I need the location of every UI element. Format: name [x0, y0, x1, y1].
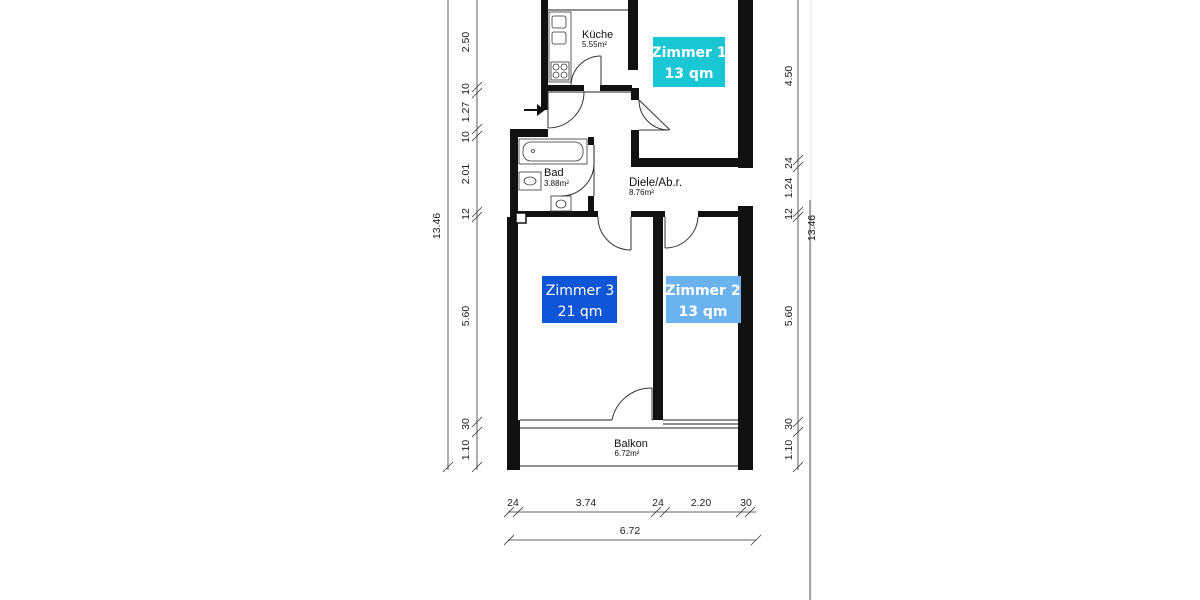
zimmer2-size: 13 qm — [679, 304, 728, 320]
dimension-lines — [442, 0, 811, 600]
dim-right-4: 12 — [783, 208, 795, 220]
diele-label: Diele/Ab.r. — [629, 177, 682, 189]
dim-bottom-3: 24 — [652, 497, 664, 509]
dim-left-9: 1.10 — [460, 440, 472, 461]
zimmer3-name: Zimmer 3 — [546, 283, 614, 299]
dim-right-5: 5.60 — [783, 306, 795, 327]
zimmer3-badge: Zimmer 3 21 qm — [542, 276, 617, 323]
kueche-area: 5.55m² — [582, 40, 607, 49]
zimmer2-badge: Zimmer 2 13 qm — [665, 276, 741, 323]
dim-left-1: 2.50 — [460, 32, 472, 53]
zimmer1-badge-bg — [653, 37, 725, 87]
dim-right-2: 24 — [783, 157, 795, 169]
zimmer3-size: 21 qm — [558, 304, 603, 320]
bathroom-fixtures — [518, 138, 588, 212]
zimmer1-name: Zimmer 1 — [651, 45, 726, 61]
left-dimensions: 2.50 10 1.27 10 2.01 12 5.60 30 1.10 13.… — [431, 32, 472, 461]
dim-left-6: 12 — [460, 208, 472, 220]
dim-right-3: 1.24 — [783, 178, 795, 199]
dim-bottom-4: 2.20 — [691, 497, 712, 509]
dim-right-total: 13.46 — [806, 215, 818, 241]
zimmer2-name: Zimmer 2 — [665, 283, 740, 299]
kitchen-fixtures — [548, 11, 572, 83]
right-dimensions: 4.50 24 1.24 12 5.60 30 1.10 13.46 — [783, 66, 818, 461]
doors — [547, 55, 699, 421]
room-labels: Küche 5.55m² Bad 3.88m² Diele/Ab.r. 8.76… — [544, 29, 682, 458]
dim-left-4: 10 — [460, 131, 472, 143]
dim-bottom-2: 3.74 — [576, 497, 597, 509]
dim-right-6: 30 — [783, 418, 795, 430]
dim-right-7: 1.10 — [783, 440, 795, 461]
dim-right-1: 4.50 — [783, 66, 795, 87]
dim-bottom-5: 30 — [740, 497, 752, 509]
zimmer2-badge-bg — [666, 276, 741, 323]
dim-left-5: 2.01 — [460, 164, 472, 185]
dim-left-7: 5.60 — [460, 306, 472, 327]
dim-left-total: 13.46 — [431, 213, 443, 239]
walls — [507, 0, 753, 470]
dim-left-2: 10 — [460, 83, 472, 95]
dim-bottom-total: 6.72 — [620, 525, 641, 537]
zimmer1-badge: Zimmer 1 13 qm — [651, 37, 727, 87]
bottom-dimensions: 24 3.74 24 2.20 30 6.72 — [507, 497, 752, 537]
balkon-label: Balkon — [614, 438, 648, 450]
corner-column — [515, 212, 527, 224]
bad-area: 3.88m² — [544, 179, 569, 188]
diele-area: 8.76m² — [629, 188, 654, 197]
dim-left-3: 1.27 — [460, 102, 472, 123]
entrance-arrow-icon — [524, 104, 545, 116]
dim-left-8: 30 — [460, 418, 472, 430]
zimmer3-badge-bg — [542, 276, 617, 323]
kueche-label: Küche — [582, 29, 613, 41]
dim-bottom-1: 24 — [507, 497, 519, 509]
bad-label: Bad — [544, 167, 564, 179]
zimmer1-size: 13 qm — [665, 66, 714, 82]
balkon-area: 6.72m² — [615, 449, 640, 458]
